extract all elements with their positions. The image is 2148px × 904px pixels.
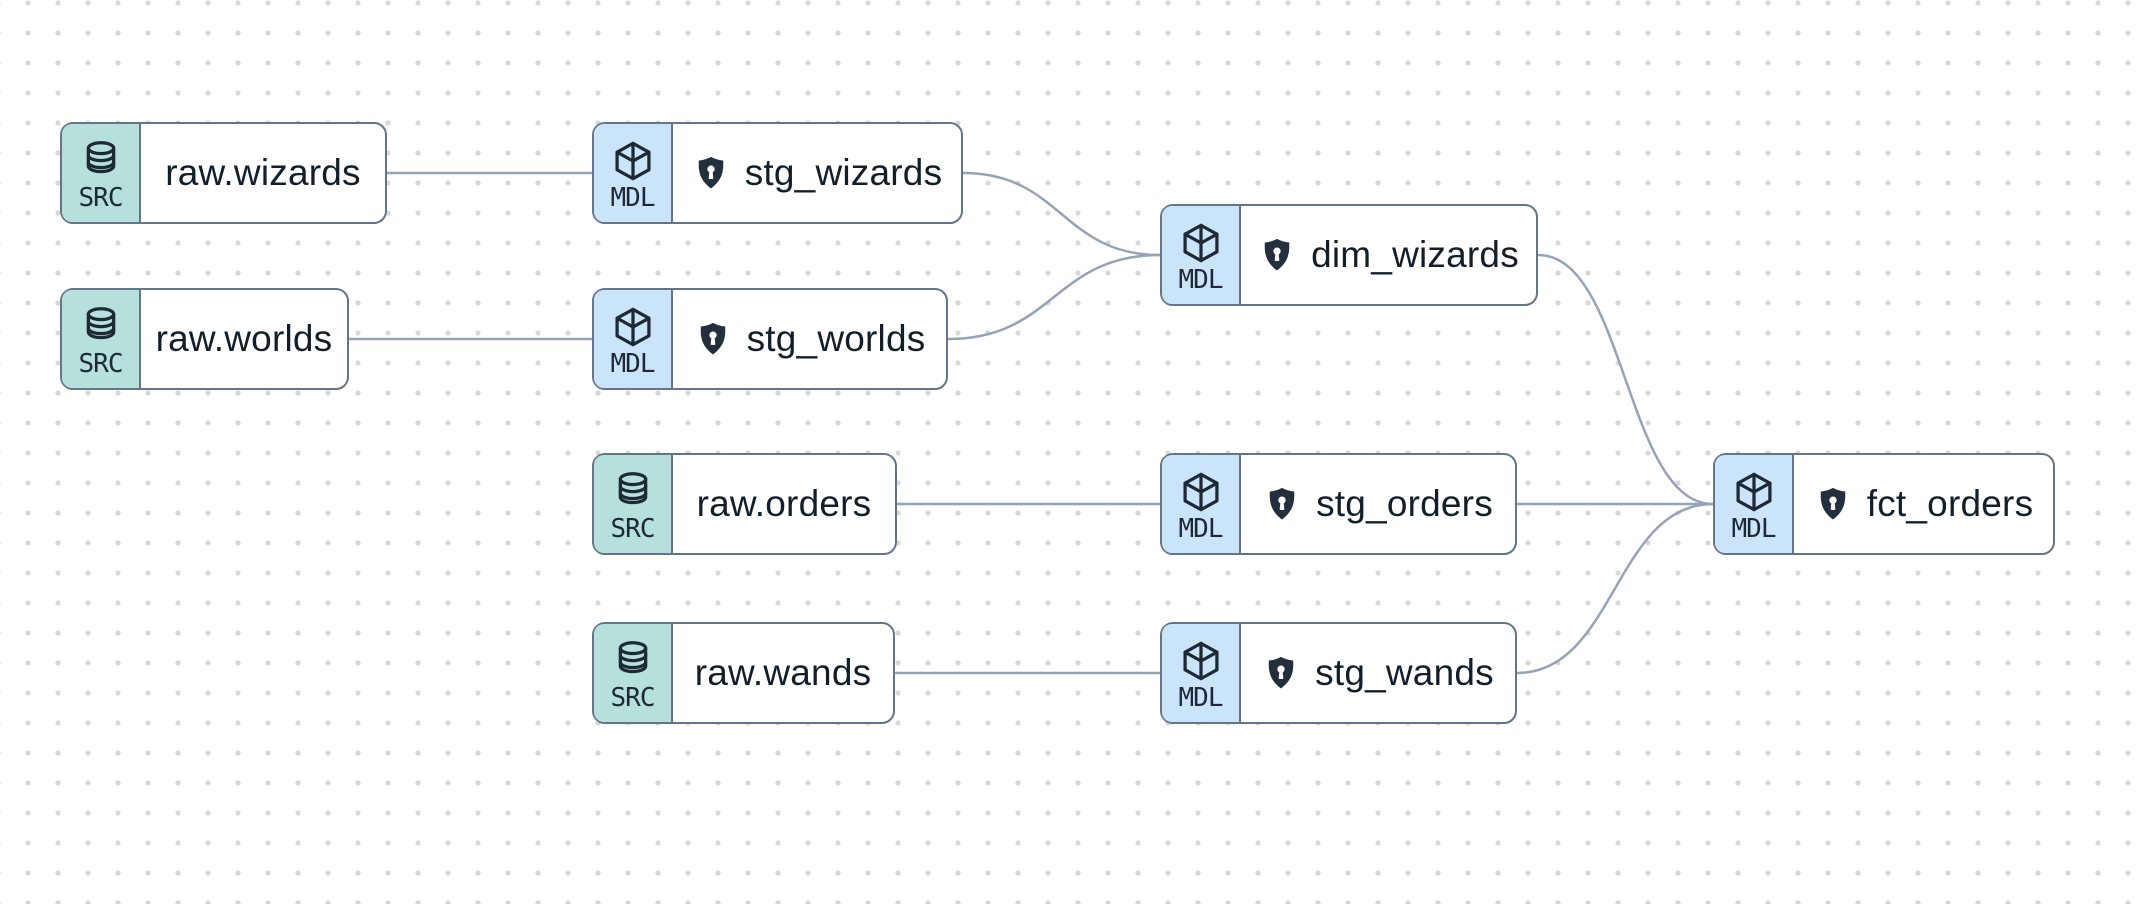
lineage-node-dim-wizards[interactable]: MDL dim_wizards (1160, 204, 1538, 306)
node-type-label: MDL (1178, 682, 1224, 713)
node-name: stg_worlds (746, 318, 926, 359)
lineage-node-stg-wizards[interactable]: MDL stg_wizards (592, 122, 963, 224)
node-type-badge: SRC (594, 455, 673, 553)
node-name: stg_orders (1316, 483, 1493, 524)
node-type-badge: MDL (1162, 206, 1241, 304)
node-body: raw.worlds (141, 290, 347, 388)
node-name: fct_orders (1866, 483, 2034, 524)
shield-lock-icon (692, 154, 730, 192)
node-body: stg_wizards (673, 124, 961, 222)
lineage-node-stg-wands[interactable]: MDL stg_wands (1160, 622, 1517, 724)
node-body: fct_orders (1794, 455, 2053, 553)
node-name: raw.worlds (155, 318, 333, 359)
cube-icon (1178, 220, 1224, 266)
shield-lock-icon (1814, 485, 1852, 523)
node-type-label: SRC (78, 182, 124, 213)
node-body: raw.orders (673, 455, 895, 553)
node-type-label: MDL (610, 348, 656, 379)
edge-stg-wands-to-fct-orders (1516, 502, 1714, 675)
node-name: raw.wizards (165, 152, 361, 193)
lineage-node-stg-worlds[interactable]: MDL stg_worlds (592, 288, 948, 390)
node-body: raw.wizards (141, 124, 385, 222)
node-type-label: SRC (610, 513, 656, 544)
node-type-label: MDL (1178, 264, 1224, 295)
lineage-node-fct-orders[interactable]: MDL fct_orders (1713, 453, 2055, 555)
node-type-label: SRC (610, 682, 656, 713)
node-name: raw.wands (694, 652, 872, 693)
node-body: stg_orders (1241, 455, 1515, 553)
edge-stg-worlds-to-dim-wizards (947, 253, 1161, 341)
lineage-node-stg-orders[interactable]: MDL stg_orders (1160, 453, 1517, 555)
shield-lock-icon (1262, 654, 1300, 692)
node-type-badge: SRC (62, 124, 141, 222)
node-name: stg_wizards (744, 152, 943, 193)
node-type-badge: SRC (62, 290, 141, 388)
shield-lock-icon (1263, 485, 1301, 523)
edge-dim-wizards-to-fct-orders (1537, 253, 1714, 506)
node-name: stg_wands (1315, 652, 1494, 693)
node-type-badge: MDL (594, 290, 673, 388)
node-type-label: SRC (78, 348, 124, 379)
cube-icon (1731, 469, 1777, 515)
shield-lock-icon (694, 320, 732, 358)
cube-icon (1178, 469, 1224, 515)
node-type-badge: MDL (1162, 624, 1241, 722)
node-body: stg_worlds (673, 290, 946, 388)
lineage-node-raw-wands[interactable]: SRC raw.wands (592, 622, 895, 724)
database-icon (78, 304, 124, 350)
node-type-badge: MDL (594, 124, 673, 222)
database-icon (610, 469, 656, 515)
lineage-node-raw-wizards[interactable]: SRC raw.wizards (60, 122, 387, 224)
node-type-badge: SRC (594, 624, 673, 722)
lineage-node-raw-orders[interactable]: SRC raw.orders (592, 453, 897, 555)
node-name: raw.orders (696, 483, 872, 524)
database-icon (78, 138, 124, 184)
node-body: dim_wizards (1241, 206, 1536, 304)
cube-icon (1178, 638, 1224, 684)
database-icon (610, 638, 656, 684)
node-type-label: MDL (610, 182, 656, 213)
edge-stg-wizards-to-dim-wizards (962, 171, 1161, 257)
node-type-badge: MDL (1715, 455, 1794, 553)
node-type-badge: MDL (1162, 455, 1241, 553)
node-type-label: MDL (1731, 513, 1777, 544)
cube-icon (610, 138, 656, 184)
cube-icon (610, 304, 656, 350)
node-type-label: MDL (1178, 513, 1224, 544)
node-name: dim_wizards (1311, 234, 1519, 275)
shield-lock-icon (1258, 236, 1296, 274)
node-body: raw.wands (673, 624, 893, 722)
node-body: stg_wands (1241, 624, 1515, 722)
lineage-node-raw-worlds[interactable]: SRC raw.worlds (60, 288, 349, 390)
